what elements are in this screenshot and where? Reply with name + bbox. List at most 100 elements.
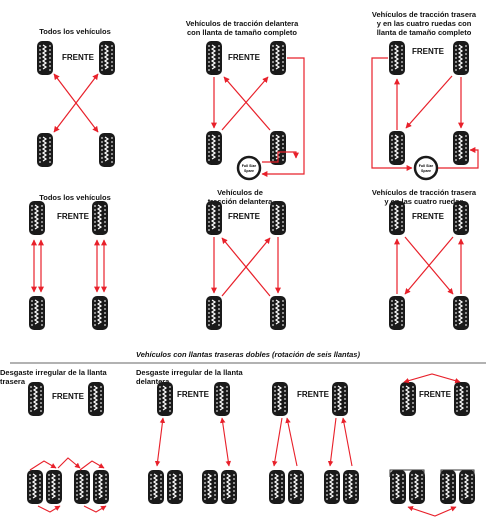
rotation-arrow bbox=[221, 237, 271, 297]
tire-rear-right-outer bbox=[220, 469, 238, 505]
rotation-arrow bbox=[79, 460, 105, 471]
front-label: FRENTE bbox=[52, 392, 84, 401]
tire-front-left bbox=[205, 40, 223, 76]
caption-panel-1: Todos los vehículos bbox=[39, 27, 111, 36]
tire-front-left bbox=[27, 381, 45, 417]
tire-front-left bbox=[271, 381, 289, 417]
tire-rear-left bbox=[36, 132, 54, 168]
panel-9 bbox=[268, 381, 360, 505]
front-label: FRENTE bbox=[62, 53, 94, 62]
tire-front-right bbox=[269, 200, 287, 236]
rotation-arrow bbox=[407, 505, 457, 517]
tire-front-left bbox=[156, 381, 174, 417]
panel-3 bbox=[371, 40, 479, 181]
tire-front-right bbox=[91, 200, 109, 236]
rotation-arrow bbox=[221, 76, 269, 131]
tire-rear-left-inner bbox=[408, 469, 426, 505]
tire-front-right bbox=[452, 200, 470, 236]
panel-8 bbox=[147, 381, 238, 505]
caption-panel-4: Todos los vehículos bbox=[39, 193, 111, 202]
rotation-arrow bbox=[327, 417, 337, 467]
tire-rear-left-outer bbox=[147, 469, 165, 505]
rotation-arrow bbox=[262, 151, 299, 163]
tire-front-right bbox=[452, 40, 470, 76]
tire-rear-right-inner bbox=[439, 469, 457, 505]
tire-rear-right-inner bbox=[201, 469, 219, 505]
tire-front-left bbox=[388, 200, 406, 236]
tire-front-left bbox=[399, 381, 417, 417]
tire-rear-right-outer bbox=[92, 469, 110, 505]
rotation-arrow bbox=[341, 417, 353, 467]
rotation-arrow bbox=[261, 57, 305, 177]
tire-rear-right bbox=[452, 130, 470, 166]
rotation-arrow bbox=[83, 505, 107, 513]
tire-front-right bbox=[453, 381, 471, 417]
rotation-arrow bbox=[37, 505, 61, 513]
tire-rear-left bbox=[205, 130, 223, 166]
rotation-arrow bbox=[405, 75, 453, 129]
tire-rear-right-outer bbox=[458, 469, 476, 505]
tire-front-right bbox=[213, 381, 231, 417]
caption-panel-2: Vehículos de tracción delantera con llan… bbox=[185, 19, 299, 37]
panel-1 bbox=[36, 40, 116, 168]
rotation-arrow bbox=[272, 417, 283, 467]
rotation-arrow bbox=[438, 147, 479, 169]
panel-4 bbox=[28, 200, 109, 331]
rotation-arrow bbox=[285, 417, 298, 467]
tire-front-right bbox=[98, 40, 116, 76]
tire-front-left bbox=[28, 200, 46, 236]
tire-rear-left bbox=[205, 295, 223, 331]
panel-7 bbox=[26, 381, 110, 513]
tire-front-left bbox=[388, 40, 406, 76]
tire-rear-right bbox=[98, 132, 116, 168]
tire-rear-right-inner bbox=[73, 469, 91, 505]
tire-rear-left-inner bbox=[166, 469, 184, 505]
spare-tire bbox=[236, 155, 262, 181]
rotation-arrow bbox=[53, 73, 99, 133]
tire-rear-left bbox=[388, 295, 406, 331]
caption-panel-7: Desgaste irregular de la llanta trasera bbox=[0, 368, 107, 386]
rotation-arrow bbox=[404, 236, 454, 295]
tire-front-right bbox=[87, 381, 105, 417]
tire-front-right bbox=[269, 40, 287, 76]
panel-2 bbox=[205, 40, 305, 181]
spare-tire bbox=[413, 155, 439, 181]
tire-rear-right bbox=[269, 295, 287, 331]
panel-5 bbox=[205, 200, 287, 331]
tire-rear-left bbox=[28, 295, 46, 331]
front-label: FRENTE bbox=[297, 390, 329, 399]
front-label: FRENTE bbox=[177, 390, 209, 399]
front-label: FRENTE bbox=[412, 212, 444, 221]
front-label: FRENTE bbox=[412, 47, 444, 56]
tire-front-right bbox=[331, 381, 349, 417]
tire-rear-left-outer bbox=[268, 469, 286, 505]
tire-rear-left bbox=[388, 130, 406, 166]
panel-10 bbox=[389, 373, 476, 517]
section-title: Vehículos con llantas traseras dobles (r… bbox=[136, 350, 360, 359]
rotation-arrow bbox=[219, 417, 232, 467]
rotation-arrow bbox=[154, 417, 166, 467]
tire-rear-right bbox=[452, 295, 470, 331]
tire-front-left bbox=[36, 40, 54, 76]
rotation-arrow bbox=[223, 76, 271, 131]
tire-rear-right-outer bbox=[342, 469, 360, 505]
tire-rear-right bbox=[91, 295, 109, 331]
tire-rear-left-inner bbox=[287, 469, 305, 505]
front-label: FRENTE bbox=[228, 212, 260, 221]
tire-rear-right-inner bbox=[323, 469, 341, 505]
tire-rear-left-outer bbox=[389, 469, 407, 505]
caption-panel-3: Vehículos de tracción trasera y en las c… bbox=[371, 10, 477, 37]
tire-rear-left-inner bbox=[45, 469, 63, 505]
front-label: FRENTE bbox=[419, 390, 451, 399]
panel-6 bbox=[388, 200, 470, 331]
front-label: FRENTE bbox=[228, 53, 260, 62]
rotation-arrow bbox=[29, 460, 57, 471]
caption-panel-8: Desgaste irregular de la llanta delanter… bbox=[136, 368, 243, 386]
caption-panel-5: Vehículos de tracción delantera bbox=[207, 188, 273, 206]
tire-front-left bbox=[205, 200, 223, 236]
rotation-arrow bbox=[57, 457, 81, 469]
rotation-arrow bbox=[403, 373, 461, 384]
dual-bracket bbox=[440, 469, 475, 477]
dual-bracket bbox=[389, 469, 425, 477]
